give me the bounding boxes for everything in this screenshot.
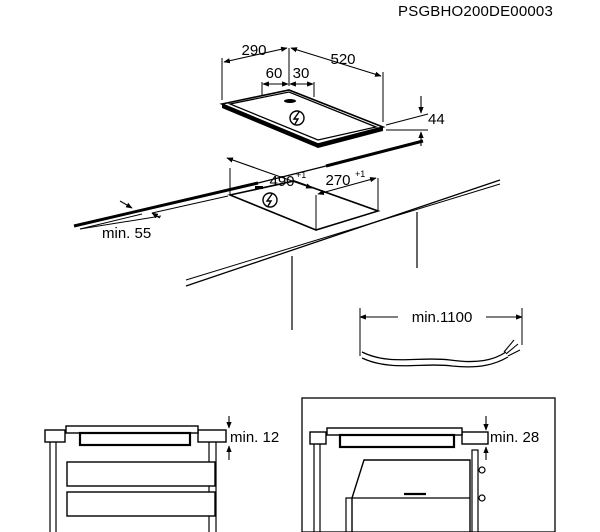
dim-offset-front: 60	[266, 65, 283, 82]
hob-dimension-lines	[221, 46, 429, 146]
cable	[359, 308, 523, 368]
lightning-icon	[289, 110, 305, 126]
hob	[219, 89, 386, 148]
dim-hob-width: 520	[330, 51, 355, 68]
diagram-code: PSGBHO200DE00003	[398, 3, 553, 20]
dim-cutout-depth-tolerance: +1	[355, 169, 365, 179]
cutout-dimension-lines	[226, 157, 377, 195]
dim-hob-height: 44	[428, 111, 445, 128]
dim-min-cable-length: min.1100	[412, 309, 473, 326]
dim-min-wall-distance: min. 55	[102, 225, 151, 242]
dim-offset-symbol: 30	[293, 65, 310, 82]
dim-cutout-width-tolerance: +1	[296, 170, 306, 180]
lightning-icon	[262, 192, 278, 208]
dim-cutout-width: 490	[269, 173, 294, 190]
drawer-cabinet-section	[44, 416, 232, 532]
dim-min-clearance-drawer: min. 12	[230, 429, 279, 446]
dim-hob-depth: 290	[241, 42, 266, 59]
wall-distance-lines	[119, 195, 229, 219]
dim-cutout-depth: 270	[325, 172, 350, 189]
oven-cabinet-section	[301, 397, 556, 532]
dim-min-clearance-oven: min. 28	[490, 429, 539, 446]
